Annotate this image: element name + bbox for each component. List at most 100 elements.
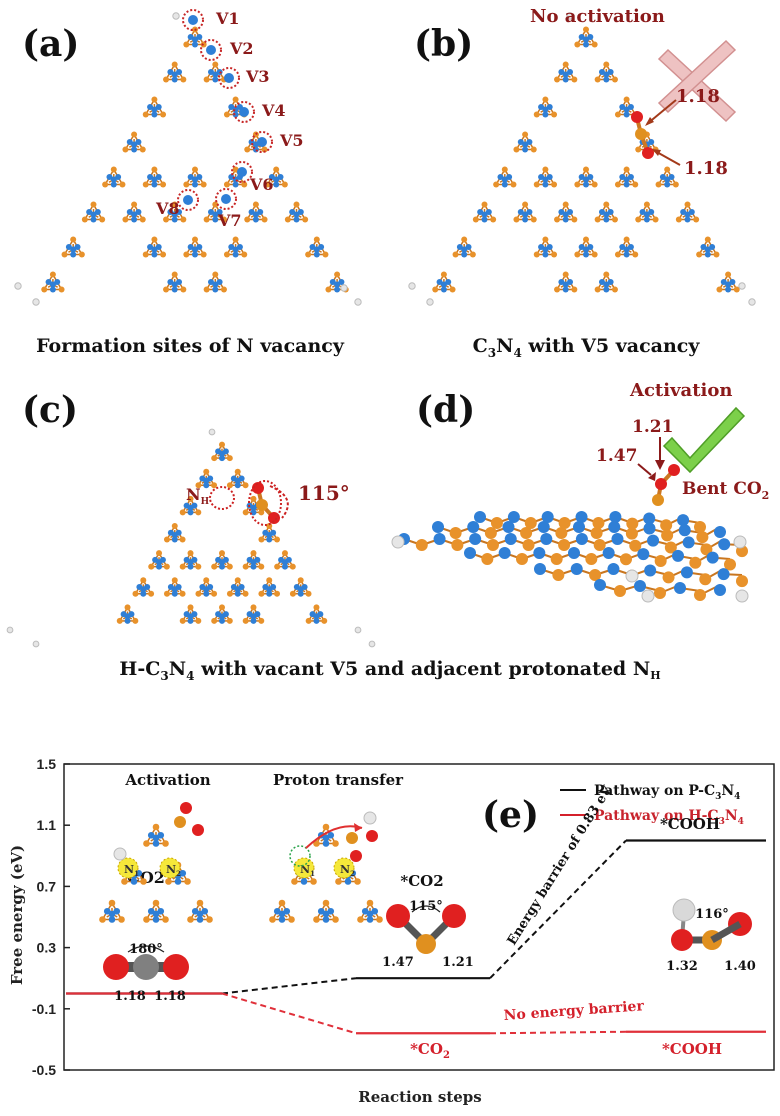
carbon-atom [195, 482, 202, 489]
carbon-atom [629, 539, 642, 552]
carbon-atom [143, 840, 150, 847]
carbon-atom [654, 555, 667, 568]
carbon-atom [281, 550, 288, 557]
carbon-atom [522, 201, 529, 208]
nitrogen-atom [570, 563, 583, 575]
carbon-atom [583, 26, 589, 33]
carbon-atom [226, 617, 233, 624]
carbon-atom [143, 916, 150, 923]
activation-inset-title: Activation [124, 771, 210, 789]
nitrogen-atom [583, 181, 589, 188]
carbon-atom [530, 146, 537, 153]
carbon-atom [574, 181, 581, 188]
highlighted-n-atom [117, 857, 139, 879]
nitrogen-atom [338, 279, 345, 285]
hydrogen-atom [14, 282, 22, 290]
nitrogen-atom [546, 244, 553, 250]
carbon-atom [151, 236, 158, 243]
nitrogen-atom [252, 211, 259, 218]
nitrogen-atom [192, 41, 198, 48]
carbon-atom [440, 271, 447, 278]
nitrogen-atom [147, 244, 154, 250]
carbon-atom [297, 577, 304, 584]
nitrogen-atom [203, 590, 210, 597]
carbon-atom [542, 166, 549, 173]
nitrogen-atom [155, 174, 162, 180]
carbon-atom [160, 111, 167, 118]
nitrogen-atom [664, 181, 671, 188]
carbon-atom [332, 840, 339, 847]
proton-transfer-inset-title: Proton transfer [273, 771, 404, 789]
carbon-atom [635, 146, 642, 153]
nitrogen-atom [607, 279, 614, 285]
nitrogen-atom [542, 251, 549, 258]
nitrogen-atom [474, 511, 486, 523]
nitrogen-atom [212, 286, 219, 293]
carbon-atom [305, 251, 312, 258]
carbon-atom [552, 569, 565, 581]
panel-c-lattice [6, 428, 376, 648]
nitrogen-atom [70, 251, 77, 258]
nitrogen-atom [558, 279, 565, 285]
nitrogen-atom [329, 279, 336, 285]
carbon-atom [704, 236, 711, 243]
bent-co2-c [248, 480, 289, 526]
nitrogen-atom [607, 563, 620, 575]
carbon-atom [258, 563, 265, 570]
nitrogen-atom [627, 104, 634, 110]
nitrogen-atom [619, 244, 626, 250]
nitrogen-atom [191, 907, 199, 915]
hydrogen-atom [354, 298, 362, 306]
carbon-atom [102, 181, 109, 188]
nitrogen-atom [598, 209, 605, 215]
nitrogen-atom [232, 246, 239, 253]
bond-star-co2-1: 1.47 [382, 955, 414, 970]
carbon-atom [603, 61, 610, 68]
nitrogen-atom [266, 532, 273, 538]
nitrogen-atom [522, 146, 529, 153]
carbon-atom [195, 509, 202, 516]
nitrogen-atom [176, 69, 183, 75]
nitrogen-atom [578, 174, 585, 180]
carbon-atom [432, 286, 439, 293]
carbon-atom [662, 571, 675, 584]
nitrogen-atom [497, 174, 504, 180]
nitrogen-atom [603, 286, 610, 293]
carbon-atom [724, 558, 736, 571]
nitrogen-atom [135, 139, 142, 145]
y-axis-title: Free energy (eV) [8, 845, 26, 985]
nitrogen-atom [704, 246, 711, 253]
nitrogen-atom [522, 141, 529, 148]
carbon-atom [99, 216, 106, 223]
carbon-atom [219, 550, 225, 557]
carbon-atom [119, 181, 126, 188]
vacancy-circle [233, 101, 255, 123]
nitrogen-atom [634, 580, 646, 592]
carbon-atom [533, 251, 540, 258]
bond-length-1: 1.18 [676, 86, 720, 107]
nitrogen-atom [135, 209, 142, 215]
nitrogen-atom [268, 174, 275, 180]
hydrogen-atom [738, 282, 746, 290]
carbon-atom [70, 236, 77, 243]
carbon-atom [335, 878, 342, 885]
carbon-atom [626, 517, 639, 530]
carbon-atom [694, 589, 706, 601]
carbon-atom [179, 536, 186, 543]
nitrogen-atom [647, 534, 660, 547]
nitrogen-atom [151, 246, 158, 253]
carbon-atom [171, 271, 178, 278]
nitrogen-atom [583, 41, 589, 48]
nitrogen-atom [281, 563, 288, 570]
carbon-atom [139, 216, 146, 223]
nitrogen-atom [598, 279, 605, 285]
nitrogen-atom [729, 279, 736, 285]
carbon-atom [310, 878, 317, 885]
plot-frame [63, 763, 775, 1071]
carbon-atom [58, 286, 65, 293]
carbon-atom [574, 251, 581, 258]
nitrogen-atom [327, 831, 335, 839]
nitrogen-atom [281, 559, 288, 566]
nitrogen-atom [522, 216, 529, 223]
